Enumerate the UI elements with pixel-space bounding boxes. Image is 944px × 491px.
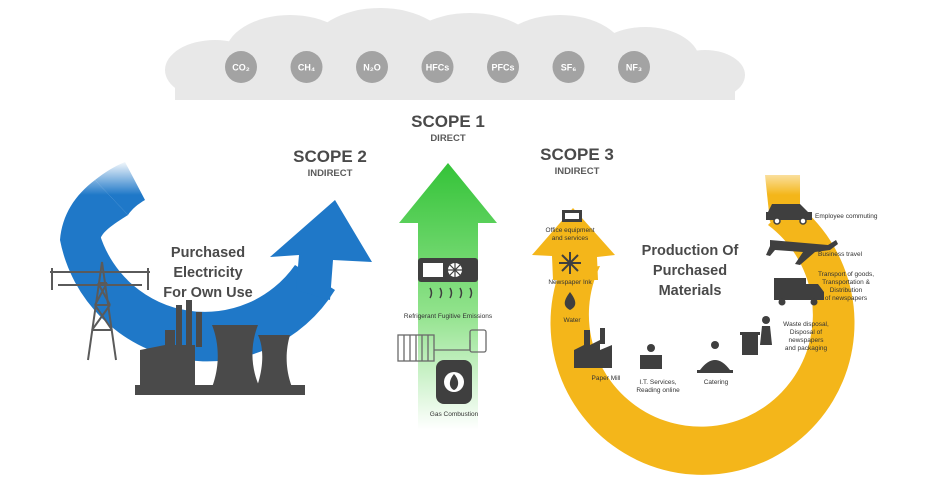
scope1-title: SCOPE 1 (411, 112, 485, 131)
gas-badge: SF₆ (552, 51, 585, 83)
greenhouse-gases: CO₂ CH₄ N₂O HFCs PFCs SF₆ NF₃ (225, 51, 650, 83)
scope2-arc (60, 160, 372, 362)
waste-label-line3: newspapers (788, 337, 824, 344)
paper-mill-icon (574, 328, 612, 368)
scope2-label: Purchased Electricity For Own Use (163, 245, 252, 301)
cloud-background (165, 8, 745, 100)
commuting-label: Employee commuting (815, 213, 878, 220)
scope3-heading: SCOPE 3 INDIRECT (540, 145, 614, 177)
scope2-label-line3: For Own Use (163, 285, 252, 301)
gas-circle (552, 51, 585, 83)
ink-label: Newspaper Ink (548, 279, 592, 286)
catering-label: Catering (704, 379, 729, 386)
scope3-subtitle: INDIRECT (555, 166, 600, 177)
gas-label: PFCs (491, 63, 514, 73)
scope2-label-line2: Electricity (173, 265, 242, 281)
gas-circle (356, 51, 388, 83)
transport-label-line3: Distribution (830, 287, 863, 294)
power-pylon-icon (50, 261, 150, 361)
airplane-icon (766, 240, 838, 265)
gas-label: HFCs (426, 63, 450, 73)
gas-badge: N₂O (356, 51, 388, 83)
scope1-subtitle: DIRECT (430, 133, 466, 144)
waste-label-line4: and packaging (785, 345, 828, 352)
gas-circle (225, 51, 257, 83)
water-drop-icon (564, 292, 576, 310)
gas-badge: CH₄ (290, 51, 323, 83)
truck-icon (774, 278, 824, 306)
it-label-line2: Reading online (636, 387, 680, 394)
newspaper-ink-icon (559, 252, 581, 274)
water-label: Water (563, 317, 581, 324)
gas-label: CO₂ (232, 63, 250, 73)
transport-label-line1: Transport of goods, (818, 271, 874, 278)
gas-circle (290, 51, 323, 83)
gas-boiler-icon (436, 360, 472, 404)
it-label-line1: I.T. Services, (639, 379, 676, 386)
gas-badge: NF₃ (618, 51, 650, 83)
gas-label: NF₃ (626, 63, 642, 73)
waste-label-line2: Disposal of (790, 329, 822, 336)
gas-label: CH₄ (298, 63, 315, 73)
gas-label: N₂O (363, 63, 381, 73)
catering-icon (697, 341, 733, 373)
scope3-label-line2: Purchased (653, 263, 727, 279)
office-label-line1: Office equipment (545, 227, 594, 234)
gas-badge: HFCs (421, 51, 454, 83)
gas-badge: PFCs (487, 51, 519, 83)
scope2-label-line1: Purchased (171, 245, 245, 261)
scope2-title: SCOPE 2 (293, 147, 367, 166)
it-services-icon (640, 344, 662, 369)
scope3-label-line3: Materials (659, 283, 722, 299)
gas-circle (487, 51, 519, 83)
travel-label: Business travel (818, 251, 863, 258)
scope2-heading: SCOPE 2 INDIRECT (293, 147, 367, 179)
paper-mill-label: Paper Mill (592, 375, 621, 382)
scope3-label: Production Of Purchased Materials (642, 243, 739, 299)
scope3-title: SCOPE 3 (540, 145, 614, 164)
transport-label-line2: Transportation & (822, 279, 870, 286)
scope2-subtitle: INDIRECT (308, 168, 353, 179)
gas-circle (618, 51, 650, 83)
gas-combustion-label: Gas Combustion (430, 411, 479, 418)
office-label-line2: and services (552, 235, 589, 242)
refrigerant-label: Refrigerant Fugitive Emissions (404, 313, 493, 320)
car-icon (766, 204, 812, 225)
waste-bin-icon (740, 316, 772, 355)
scope1-heading: SCOPE 1 DIRECT (411, 112, 485, 144)
gas-label: SF₆ (561, 63, 577, 73)
air-conditioner-icon (418, 258, 478, 299)
scope3-label-line1: Production Of (642, 243, 739, 259)
gas-badge: CO₂ (225, 51, 257, 83)
waste-label-line1: Waste disposal, (783, 321, 829, 328)
gas-circle (421, 51, 454, 83)
power-plant-icon (135, 300, 305, 395)
scope1-arrow (399, 163, 497, 430)
office-equipment-icon (562, 210, 582, 222)
water-heater-icon (469, 329, 487, 353)
transport-label-line4: of newspapers (825, 295, 868, 302)
